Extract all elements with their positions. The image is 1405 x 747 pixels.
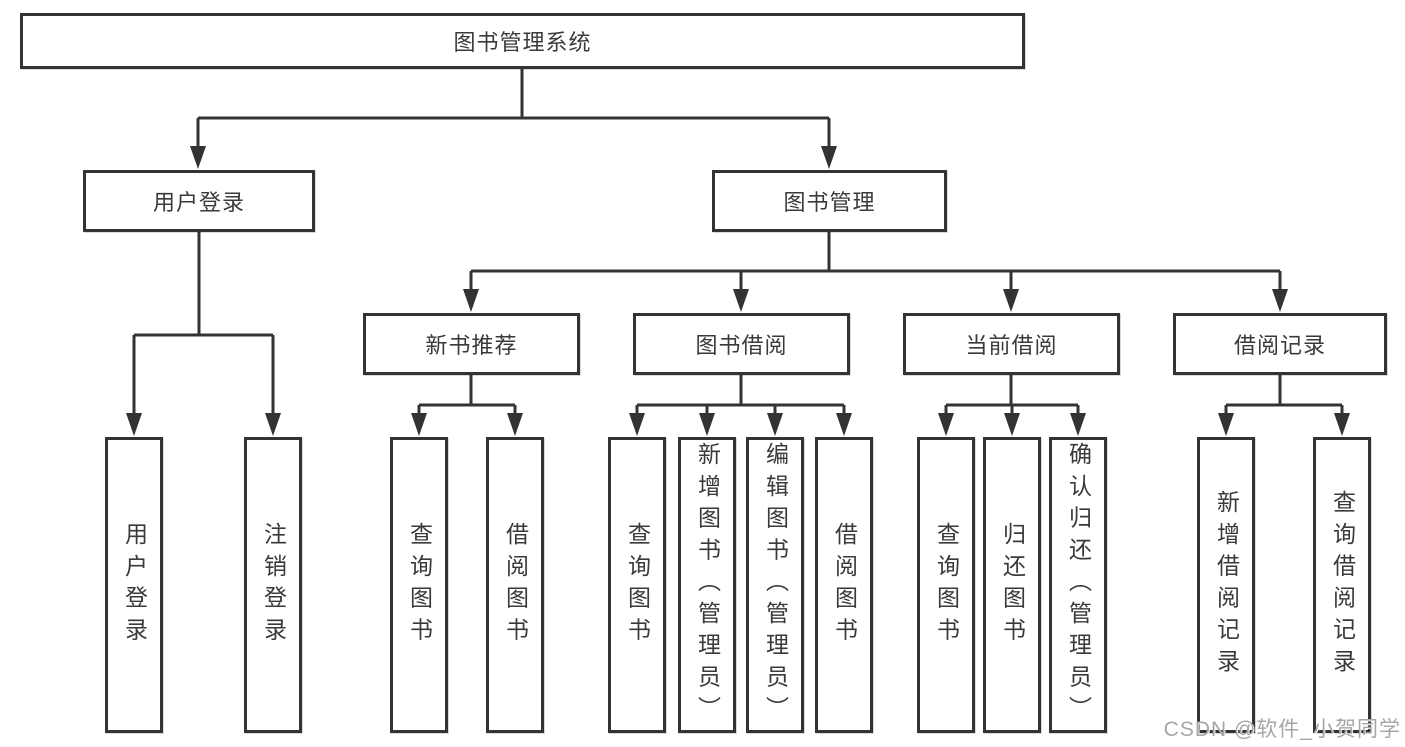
node-label: 图书管理: [783, 190, 876, 215]
leaf-user-login: 用户登录: [105, 437, 163, 733]
node-book-borrowing: 图书借阅: [633, 313, 850, 375]
watermark: CSDN @软件_小贺同学: [1163, 718, 1401, 741]
leaf-label: 查询图书: [406, 521, 433, 649]
edges-book-management-to-level3: [463, 232, 1288, 312]
node-label: 借阅记录: [1233, 333, 1326, 358]
node-book-management: 图书管理: [712, 170, 947, 232]
leaf-label: 用户登录: [121, 521, 148, 649]
edges-book-borrowing-to-leaves: [629, 375, 852, 436]
node-borrowing-records: 借阅记录: [1173, 313, 1387, 375]
leaf-query-books-borrowing: 查询图书: [608, 437, 666, 733]
leaf-add-borrow-record: 新增借阅记录: [1197, 437, 1255, 733]
node-label: 图书管理系统: [453, 30, 592, 55]
leaf-label: 查询图书: [933, 521, 960, 649]
leaf-label: 新增图书（管理员）: [694, 442, 721, 728]
node-library-management-system: 图书管理系统: [20, 13, 1025, 69]
leaf-label: 查询图书: [624, 521, 651, 649]
node-label: 用户登录: [152, 190, 245, 215]
node-label: 新书推荐: [425, 333, 518, 358]
leaf-label: 新增借阅记录: [1213, 489, 1240, 681]
leaf-borrow-books-borrowing: 借阅图书: [815, 437, 873, 733]
node-user-login: 用户登录: [83, 170, 315, 232]
leaf-label: 编辑图书（管理员）: [762, 442, 789, 728]
leaf-logout: 注销登录: [244, 437, 302, 733]
leaf-label: 查询借阅记录: [1329, 489, 1356, 681]
edges-user-login-to-leaves: [126, 232, 281, 436]
leaf-query-books-current: 查询图书: [917, 437, 975, 733]
leaf-label: 借阅图书: [831, 521, 858, 649]
leaf-query-borrow-record: 查询借阅记录: [1313, 437, 1371, 733]
node-label: 当前借阅: [965, 333, 1058, 358]
leaf-borrow-books-recommend: 借阅图书: [486, 437, 544, 733]
edges-borrowing-records-to-leaves: [1218, 375, 1350, 436]
edges-new-book-recommend-to-leaves: [411, 375, 523, 436]
leaf-label: 借阅图书: [502, 521, 529, 649]
leaf-label: 确认归还（管理员）: [1065, 442, 1092, 728]
leaf-label: 归还图书: [999, 521, 1026, 649]
leaf-edit-book-admin: 编辑图书（管理员）: [746, 437, 804, 733]
node-current-borrowing: 当前借阅: [903, 313, 1120, 375]
node-label: 图书借阅: [695, 333, 788, 358]
edges-root-to-level2: [190, 69, 837, 169]
leaf-label: 注销登录: [260, 521, 287, 649]
node-new-book-recommend: 新书推荐: [363, 313, 580, 375]
leaf-confirm-return-admin: 确认归还（管理员）: [1049, 437, 1107, 733]
leaf-query-books-recommend: 查询图书: [390, 437, 448, 733]
leaf-add-book-admin: 新增图书（管理员）: [678, 437, 736, 733]
edges-current-borrowing-to-leaves: [938, 375, 1086, 436]
leaf-return-book: 归还图书: [983, 437, 1041, 733]
